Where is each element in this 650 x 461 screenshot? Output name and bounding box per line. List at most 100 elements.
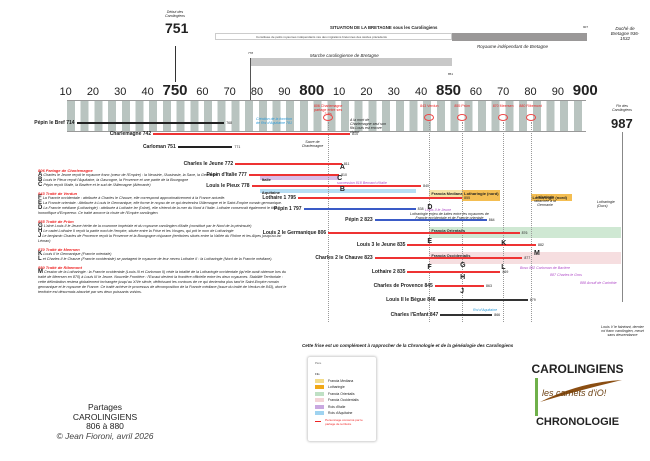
year-tick: 20 xyxy=(360,86,373,98)
year-tick: 900 xyxy=(572,82,598,99)
person-name: Charles l'Enfant 847 xyxy=(390,312,439,318)
legend-swatch xyxy=(315,411,324,415)
person-end-year: 768 xyxy=(226,121,233,125)
person-name: Pépin le Bref 714 xyxy=(34,120,75,126)
marche-marker xyxy=(250,58,251,100)
person-end-year: 866 xyxy=(494,313,501,317)
note-title: 843 Traité de Verdun xyxy=(38,191,78,196)
logo-bottom: CHRONOLOGIE xyxy=(535,416,620,428)
note-item: B Louis le Pieux reçoit l'Aquitaine, la … xyxy=(38,177,288,183)
person-end-year: 879 xyxy=(529,298,536,302)
region-bar xyxy=(429,190,463,198)
region-bar xyxy=(429,252,622,264)
legend-label: Francia Mediana xyxy=(328,378,354,383)
partition-letter: D xyxy=(427,204,433,211)
treaty-label: 855 Prüm xyxy=(454,104,470,108)
year-tick: 60 xyxy=(469,86,482,98)
person-end-year: 863 xyxy=(486,284,492,288)
petty-kingdoms: Constituée de petits royaumes indépendan… xyxy=(215,33,452,40)
note-title: 855 Traité de Prüm xyxy=(38,219,74,224)
note-letter: D xyxy=(38,205,43,211)
person-end-year: 882 xyxy=(538,243,544,247)
partition-letter: M xyxy=(534,250,540,257)
note-text: Louis le Pieux reçoit l'Aquitaine, la Ga… xyxy=(43,178,189,182)
person-end-year: 876 xyxy=(521,231,528,235)
legend-item: Rois d'Aquitaine xyxy=(315,411,369,415)
year-tick: 80 xyxy=(524,86,537,98)
person-lifeline xyxy=(177,146,233,148)
footer-line1: Partages xyxy=(87,402,123,412)
treaty-line xyxy=(530,122,532,322)
start-caption: Début des Carolingiens xyxy=(165,10,185,18)
person-lifeline xyxy=(328,232,520,234)
person-lifeline xyxy=(374,219,487,221)
handshake-icon xyxy=(424,114,435,121)
year-tick: 20 xyxy=(86,86,100,98)
region-label: Francia Orientalis xyxy=(431,228,466,233)
year-tick: 80 xyxy=(250,86,264,98)
person-end-year: 810 xyxy=(341,173,347,177)
person-lifeline xyxy=(153,133,351,135)
person-lifeline xyxy=(248,174,340,176)
logo-mid: les carnets d'iO! xyxy=(542,388,607,398)
note-text: La Francie médiane (Lotharingie) : attri… xyxy=(38,206,278,215)
handshake-icon xyxy=(457,114,468,121)
note-item: H Le cadet Lothaire II reçoit la partie … xyxy=(38,228,288,234)
marche-bar xyxy=(250,58,452,66)
note-title: 880 Traité de Ribemont xyxy=(38,265,82,270)
note-letter: L xyxy=(38,256,42,262)
person-end-year: 811 xyxy=(343,162,350,166)
note-letter: B xyxy=(38,177,43,183)
legend-item: Francia Occidentalis xyxy=(315,398,369,402)
person-end-year: 869 xyxy=(502,270,509,274)
region-bar xyxy=(259,189,416,193)
year-tick: 30 xyxy=(114,86,127,98)
person-lifeline xyxy=(303,208,416,210)
person-name: Pépin d'Italie 777 xyxy=(206,172,247,178)
note-text: L'aîné Louis II le Jeune hérite de la co… xyxy=(43,224,252,228)
copyright: © Jean Fioroni, avril 2026 xyxy=(56,430,154,441)
note-letter: G xyxy=(38,223,43,229)
note-item: D La Francie médiane (Lotharingie) : att… xyxy=(38,205,288,216)
region-label: Lotharingie (nord) xyxy=(464,191,499,196)
legend-label: Rois d'Aquitaine xyxy=(328,411,353,415)
arnulf-note: 888 Arnulf de Carinthie xyxy=(580,281,617,285)
person-name: Louis le Pieux 778 xyxy=(206,183,250,189)
marche-label: Marche carolingienne de Bretagne xyxy=(310,53,379,58)
lotharingie-ducs-note: Lotharingie (Ducs) xyxy=(597,200,615,208)
legend-label: Francia Occidentalis xyxy=(328,398,359,402)
person-name: Charlemagne 742 xyxy=(109,131,152,137)
person-name: Carloman 751 xyxy=(142,144,176,150)
note-item: K Louis II le Germanique (Francie orient… xyxy=(38,251,288,257)
note-text: Le cadet Lothaire II reçoit la partie no… xyxy=(43,229,234,233)
person-end-year: 814 xyxy=(352,132,358,136)
region-label: Italie xyxy=(261,177,271,182)
note-letter: K xyxy=(38,251,43,257)
year-tick: 30 xyxy=(387,86,400,98)
partition-letter: F xyxy=(427,264,432,271)
person-lifeline xyxy=(235,163,342,165)
start-year: 751 xyxy=(165,20,189,36)
lotharingie-rattachee-note: Lotharingie rattachée à la Germanie xyxy=(534,195,556,207)
region-label: Francia Occidentalis xyxy=(431,253,471,258)
logo-top: CAROLINGIENS xyxy=(531,362,624,376)
person-name: Charles 2 le Chauve 823 xyxy=(315,255,373,261)
note-text: La Francie occidentale : attribuée à Cha… xyxy=(42,196,226,200)
handshake-icon xyxy=(323,114,334,121)
note-item: J Le benjamin Charles de Provence reçoit… xyxy=(38,233,288,244)
footer-title: Partages CAROLINGIENS 806 à 880 © Jean F… xyxy=(50,402,160,441)
note-letter: C xyxy=(38,182,43,188)
year-tick: 10 xyxy=(59,86,72,98)
bernard-note: succession 818 Bernard d'Italie xyxy=(337,181,387,185)
end-year: 987 xyxy=(611,116,633,131)
person-name: Louis 2 le Germanique 806 xyxy=(262,230,327,236)
legend-fils: Fils xyxy=(315,372,320,376)
partition-letter: L xyxy=(501,264,506,271)
footer-line2: CAROLINGIENS xyxy=(72,411,138,422)
legend-swatch xyxy=(315,378,324,383)
person-end-year: 864 xyxy=(488,218,495,222)
louis5-note: Louis V le fainéant, dernier roi franc c… xyxy=(601,325,644,337)
note-item: G L'aîné Louis II le Jeune hérite de la … xyxy=(38,223,288,229)
note-letter: A xyxy=(38,172,43,178)
